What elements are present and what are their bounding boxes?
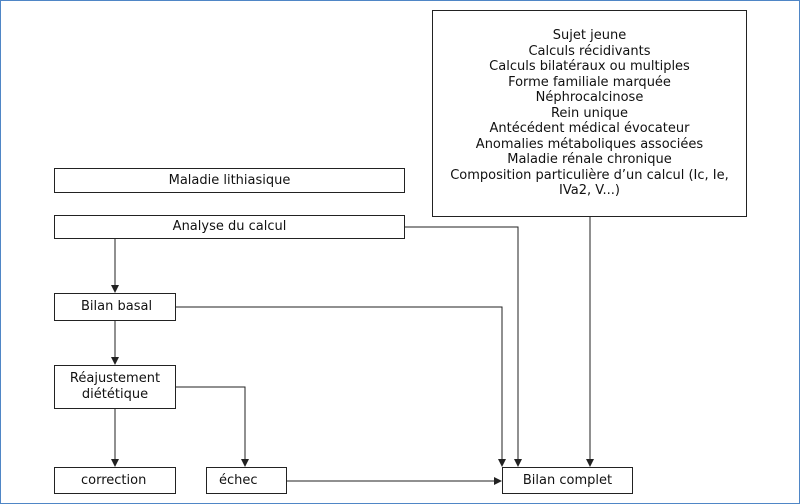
criteria-item: Sujet jeune [552, 28, 627, 43]
criteria-box: Sujet jeune Calculs récidivants Calculs … [432, 10, 747, 217]
bilan-complet-label: Bilan complet [522, 472, 613, 488]
arrow-bilan-basal-to-bilan-complet [176, 306, 506, 467]
reajustement-label-line1: Réajustement [69, 371, 161, 386]
criteria-item: Calculs récidivants [528, 43, 651, 59]
arrow-analyse-to-bilan-complet [405, 226, 522, 467]
bilan-complet-box: Bilan complet [502, 467, 633, 494]
criteria-item: Composition particulière d’un calcul (Ic… [450, 167, 729, 183]
bilan-basal-label: Bilan basal [81, 299, 153, 314]
analyse-du-calcul-label: Analyse du calcul [172, 219, 287, 234]
criteria-item: Calculs bilatéraux ou multiples [489, 59, 690, 74]
criteria-item: Néphrocalcinose [535, 90, 644, 105]
echec-box: échec [206, 467, 287, 494]
echec-label: échec [219, 472, 258, 488]
maladie-lithiasique-box: Maladie lithiasique [54, 168, 405, 193]
analyse-du-calcul-box: Analyse du calcul [54, 215, 405, 239]
reajustement-dietetique-box: Réajustement diététique [54, 365, 176, 409]
criteria-item: Maladie rénale chronique [507, 152, 672, 167]
criteria-item: Anomalies métaboliques associées [475, 136, 704, 152]
criteria-item: Rein unique [550, 105, 628, 121]
maladie-lithiasique-label: Maladie lithiasique [168, 172, 291, 188]
arrow-reajustement-to-echec [176, 386, 249, 467]
correction-box: correction [54, 467, 176, 494]
bilan-basal-box: Bilan basal [54, 293, 176, 321]
correction-label: correction [81, 472, 147, 488]
criteria-item: IVa2, V...) [559, 183, 620, 198]
criteria-item: Forme familiale marquée [508, 74, 671, 90]
criteria-item: Antécédent médical évocateur [489, 121, 690, 136]
reajustement-label-line2: diététique [81, 387, 149, 402]
